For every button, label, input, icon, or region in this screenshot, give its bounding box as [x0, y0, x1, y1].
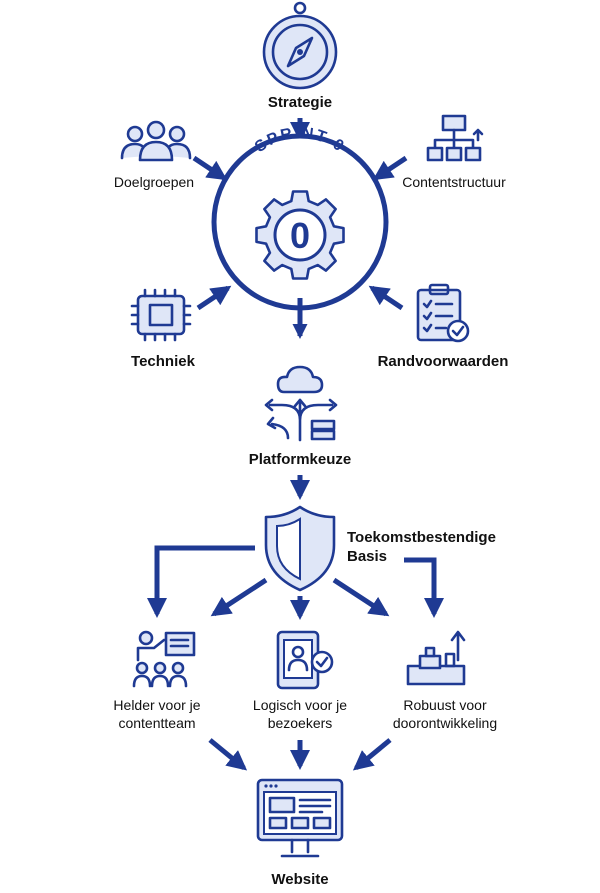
helder-label-line1: Helder voor je: [113, 697, 200, 713]
helder-label-line2: contentteam: [118, 715, 195, 731]
arrow-randvoorwaarden-sprint: [368, 285, 404, 311]
techniek-label: Techniek: [131, 353, 196, 370]
arrow-basis-helder: [210, 577, 268, 617]
sitemap-icon: [426, 114, 484, 162]
monitor-website-icon: [256, 778, 344, 858]
tablet-user-icon: [276, 630, 334, 690]
sprint-circle: SPRINT 0 0: [211, 125, 389, 311]
arrow-techniek-sprint: [196, 285, 232, 311]
people-group-icon: [120, 120, 192, 162]
contentstructuur-label: Contentstructuur: [402, 174, 506, 190]
gear-icon: [255, 190, 345, 280]
clipboard-check-icon: [416, 283, 470, 343]
presentation-team-icon: [132, 630, 196, 688]
basis-label-line2: Basis: [347, 548, 387, 565]
cpu-chip-icon: [130, 288, 192, 342]
randvoorwaarden-label: Randvoorwaarden: [378, 353, 509, 370]
cloud-branches-icon: [264, 365, 338, 442]
arrow-basis-robuust-elbow: [404, 557, 444, 618]
arrow-basis-robuust: [332, 577, 390, 617]
robuust-label-line2: doorontwikkeling: [393, 715, 497, 731]
sprint-number: 0: [290, 215, 310, 256]
arrow-contentstructuur-sprint: [372, 155, 408, 181]
building-growth-icon: [406, 630, 466, 686]
doelgroepen-label: Doelgroepen: [114, 174, 194, 190]
logisch-label-line2: bezoekers: [268, 715, 333, 731]
strategie-label: Strategie: [268, 94, 332, 111]
arrow-helder-website: [208, 738, 248, 771]
compass-icon: [262, 1, 338, 90]
arrow-robuust-website: [352, 738, 392, 771]
robuust-label-line1: Robuust voor: [403, 697, 487, 713]
website-label: Website: [271, 871, 328, 888]
logisch-label-line1: Logisch voor je: [253, 697, 347, 713]
arrow-basis-helder-elbow: [147, 545, 255, 618]
platformkeuze-label: Platformkeuze: [249, 451, 352, 468]
shield-icon: [264, 505, 336, 592]
arrow-doelgroepen-sprint: [192, 155, 228, 181]
basis-label-line1: Toekomstbestendige: [347, 529, 496, 546]
